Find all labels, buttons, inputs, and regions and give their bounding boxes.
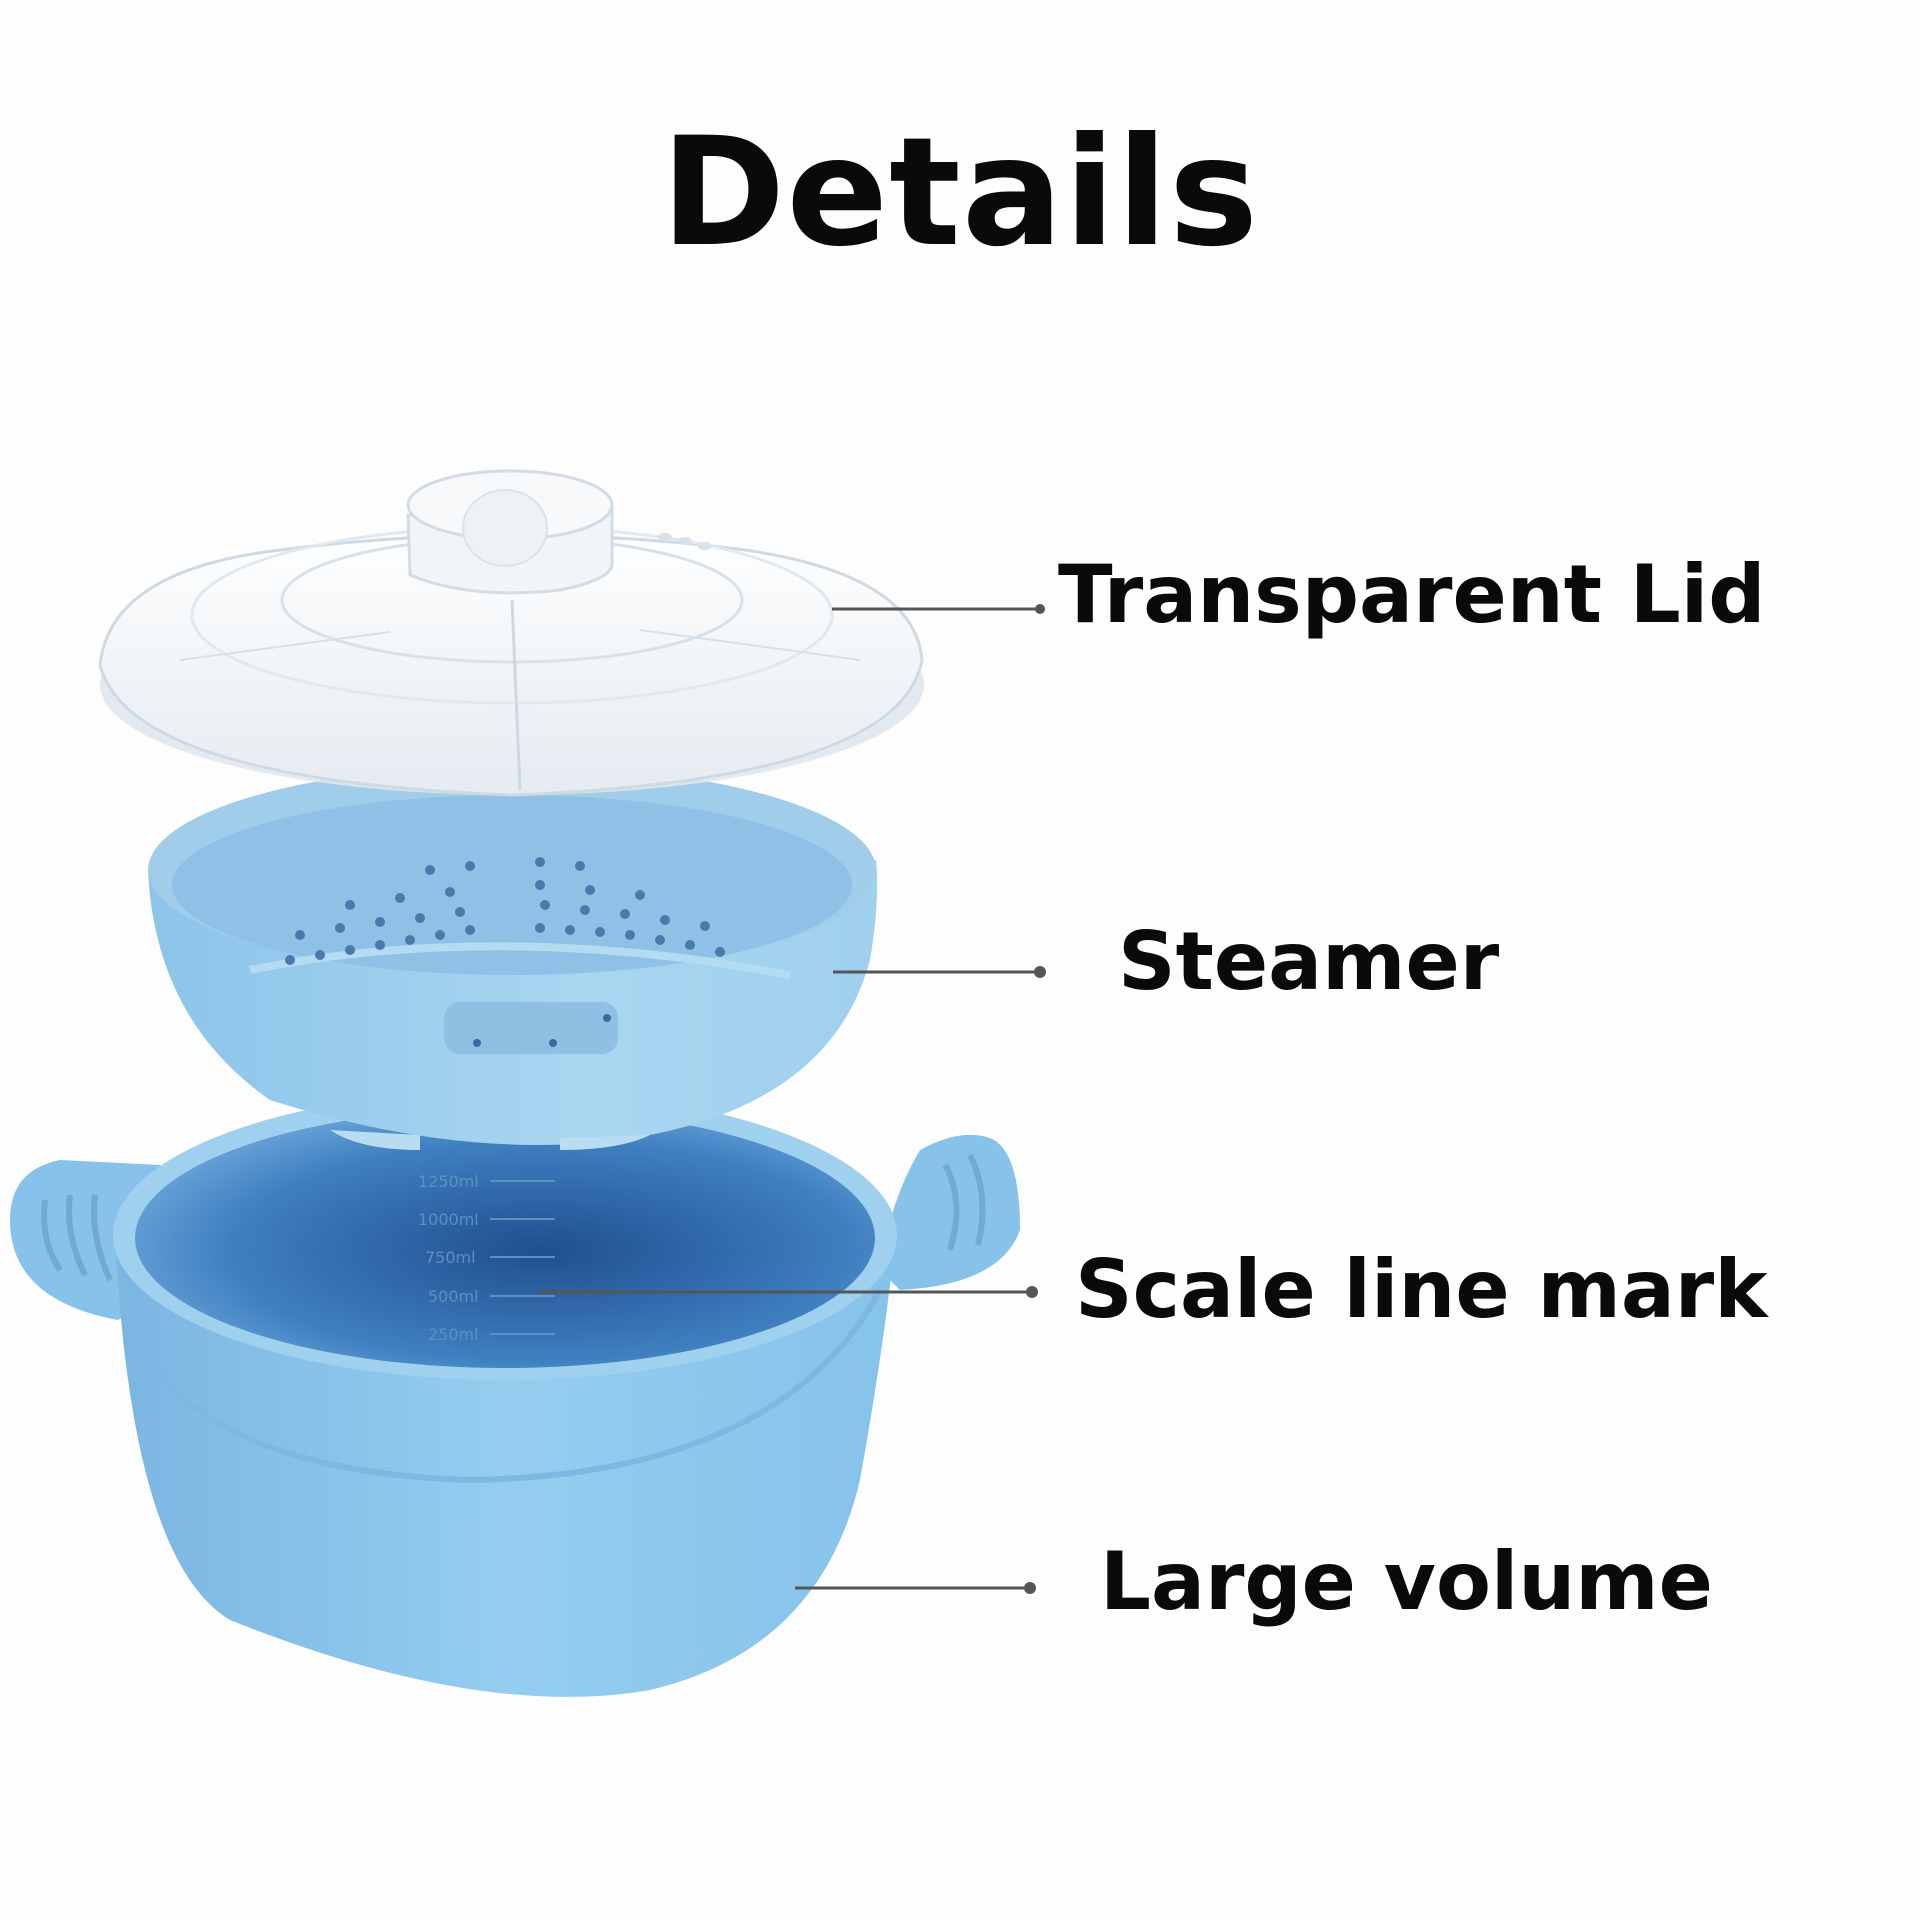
steamer-side-slot (444, 1002, 618, 1054)
pot-right-handle (880, 1134, 1020, 1290)
steamer-basket (148, 765, 878, 1150)
scale-mark-1000: 1000ml (418, 1210, 479, 1229)
label-scale-line-mark: Scale line mark (1075, 1243, 1768, 1336)
transparent-lid (98, 469, 924, 797)
page-title: Details (660, 106, 1260, 280)
pot-body (10, 1090, 1020, 1697)
scale-mark-1250: 1250ml (418, 1172, 479, 1191)
scale-mark-500: 500ml (428, 1287, 479, 1306)
scale-mark-750: 750ml (425, 1248, 476, 1267)
leader-dot-volume (1024, 1582, 1036, 1594)
leader-dot-steamer (1034, 966, 1046, 978)
leader-dot-scale (1026, 1286, 1038, 1298)
leader-lines (540, 607, 1040, 1590)
label-steamer: Steamer (1118, 915, 1500, 1008)
steamer-holes (285, 857, 725, 965)
leader-dot-lid (1035, 604, 1045, 614)
label-large-volume: Large volume (1100, 1535, 1713, 1628)
scale-marks: 1250ml 1000ml 750ml 500ml 250ml (418, 1172, 555, 1344)
label-transparent-lid: Transparent Lid (1058, 548, 1766, 641)
scale-mark-250: 250ml (428, 1325, 479, 1344)
